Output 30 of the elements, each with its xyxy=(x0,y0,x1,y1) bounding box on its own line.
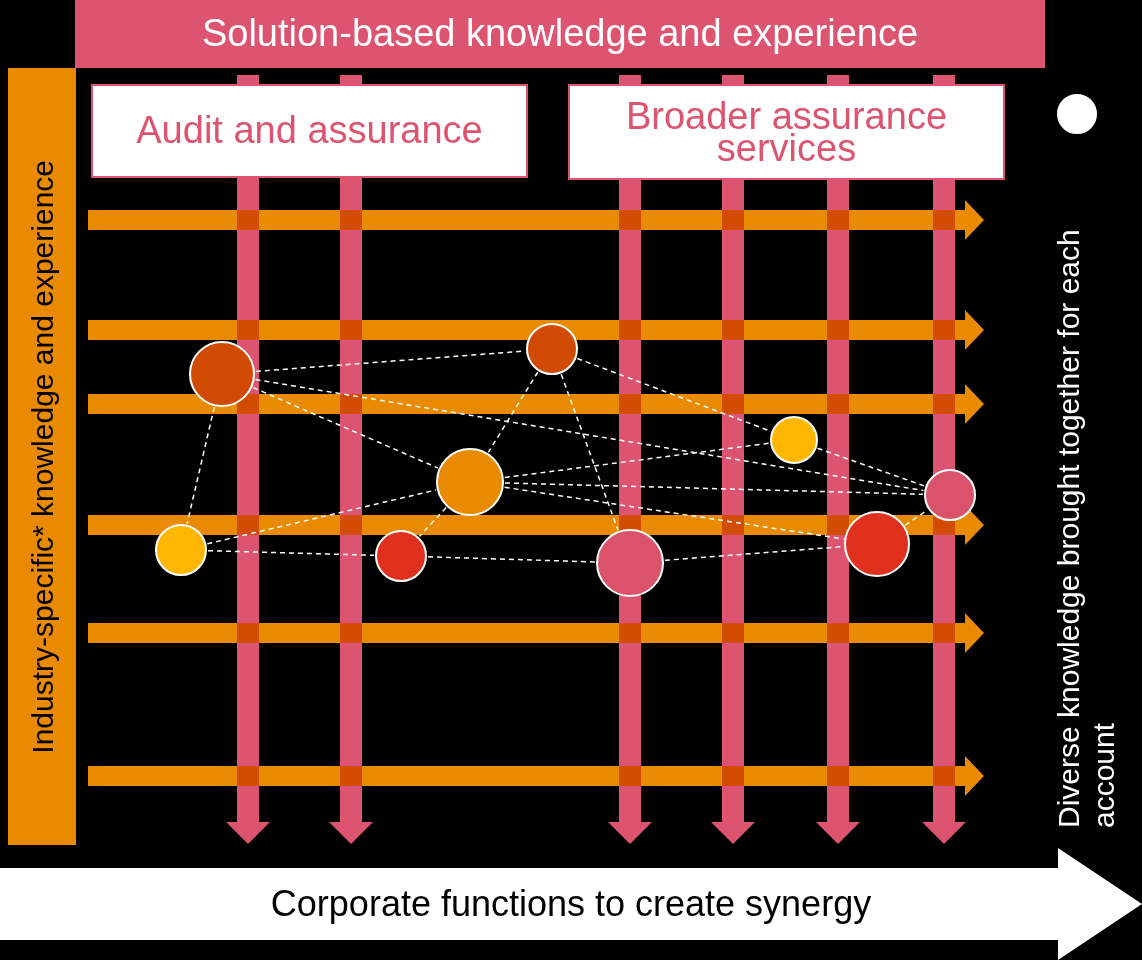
circle-node xyxy=(924,469,976,521)
heading-band xyxy=(75,0,1045,68)
label-text: Industry-specific* knowledge and experience xyxy=(25,159,59,754)
dashed-link xyxy=(504,482,924,495)
dashed-link xyxy=(427,556,596,563)
axis-band xyxy=(8,68,76,845)
circle-node xyxy=(155,524,207,576)
dashed-link xyxy=(418,506,447,537)
category-box xyxy=(91,84,528,178)
label-text: Corporate functions to create synergy xyxy=(270,884,872,924)
dashed-link xyxy=(206,489,437,545)
dashed-link xyxy=(207,550,375,556)
arrow-banner xyxy=(0,848,1142,960)
dashed-link xyxy=(816,447,926,487)
dashed-link xyxy=(503,442,770,479)
dashed-link xyxy=(252,386,439,469)
caption-text: Diverse knowledge brought together for each account xyxy=(1052,228,1121,828)
dashed-link xyxy=(186,406,216,525)
circle-node xyxy=(436,448,504,516)
dashed-link xyxy=(560,373,619,531)
dashed-link xyxy=(487,371,539,453)
category-box xyxy=(568,84,1005,180)
legend-circle xyxy=(1057,94,1097,134)
circle-node xyxy=(526,323,578,375)
dashed-link xyxy=(254,378,925,492)
label-text: Broader assurance services xyxy=(624,99,949,165)
label-text: Solution-based knowledge and experience xyxy=(201,13,919,55)
circle-node xyxy=(375,530,427,582)
label-text: Audit and assurance xyxy=(136,110,483,152)
circle-node xyxy=(770,416,818,464)
